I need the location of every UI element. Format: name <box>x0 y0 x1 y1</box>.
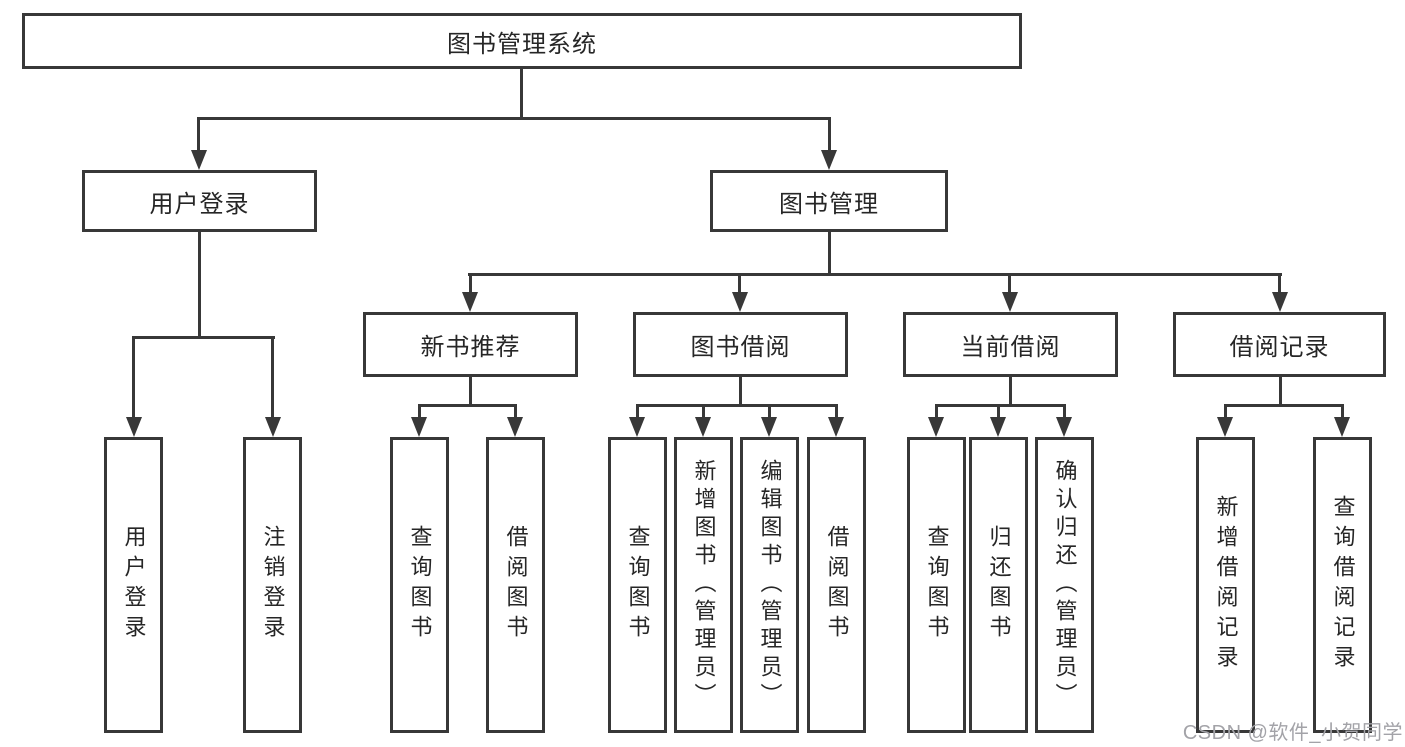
arrow-head <box>821 150 837 170</box>
leaf-logout-login-label: 注销登录 <box>260 525 286 645</box>
arrow-head <box>1217 417 1233 437</box>
leaf-add-book-admin: 新增图书（管理员） <box>674 437 733 733</box>
connector-line <box>1341 404 1344 420</box>
connector-line <box>1009 377 1012 407</box>
arrow-head <box>761 417 777 437</box>
node-borrowing-records-label: 借阅记录 <box>1229 334 1330 361</box>
leaf-query-books-borrowing-label: 查询图书 <box>625 525 651 645</box>
leaf-add-book-admin-label: 新增图书（管理员） <box>691 459 717 711</box>
leaf-borrow-books-recommend-label: 借阅图书 <box>503 525 529 645</box>
connector-line <box>702 404 705 420</box>
leaf-query-books-current: 查询图书 <box>907 437 966 733</box>
leaf-query-books-recommend-label: 查询图书 <box>407 525 433 645</box>
connector-line <box>197 117 200 153</box>
leaf-return-book: 归还图书 <box>969 437 1028 733</box>
connector-line <box>739 377 742 407</box>
connector-line <box>132 336 135 420</box>
leaf-user-login-label: 用户登录 <box>121 525 147 645</box>
arrow-head <box>126 417 142 437</box>
connector-line <box>132 336 275 339</box>
node-new-book-recommend-label: 新书推荐 <box>420 334 521 361</box>
node-root-label: 图书管理系统 <box>447 30 597 58</box>
connector-line <box>935 404 938 420</box>
arrow-head <box>928 417 944 437</box>
arrow-head <box>265 417 281 437</box>
leaf-query-borrow-record-label: 查询借阅记录 <box>1330 495 1356 675</box>
leaf-add-borrow-record-label: 新增借阅记录 <box>1213 495 1239 675</box>
arrow-head <box>629 417 645 437</box>
connector-line <box>828 117 831 153</box>
leaf-borrow-books-borrowing: 借阅图书 <box>807 437 866 733</box>
node-user-login-label: 用户登录 <box>149 190 250 218</box>
connector-line <box>636 404 838 407</box>
watermark: CSDN @软件_小贺同学 <box>1182 722 1403 744</box>
arrow-head <box>695 417 711 437</box>
connector-line <box>738 273 741 295</box>
leaf-query-borrow-record: 查询借阅记录 <box>1313 437 1372 733</box>
arrow-head <box>828 417 844 437</box>
connector-line <box>514 404 517 420</box>
node-book-borrowing-label: 图书借阅 <box>690 334 791 361</box>
node-root: 图书管理系统 <box>22 13 1022 69</box>
node-book-borrowing: 图书借阅 <box>633 312 848 377</box>
leaf-borrow-books-borrowing-label: 借阅图书 <box>824 525 850 645</box>
connector-line <box>469 377 472 407</box>
connector-line <box>1278 273 1281 295</box>
node-book-management: 图书管理 <box>710 170 948 232</box>
leaf-confirm-return-admin: 确认归还（管理员） <box>1035 437 1094 733</box>
arrow-head <box>507 417 523 437</box>
leaf-query-books-recommend: 查询图书 <box>390 437 449 733</box>
arrow-head <box>1272 292 1288 312</box>
connector-line <box>828 232 831 276</box>
node-borrowing-records: 借阅记录 <box>1173 312 1386 377</box>
arrow-head <box>990 417 1006 437</box>
connector-line <box>1279 377 1282 407</box>
leaf-edit-book-admin-label: 编辑图书（管理员） <box>757 459 783 711</box>
connector-line <box>520 68 523 120</box>
connector-line <box>468 273 1282 276</box>
connector-line <box>197 117 831 120</box>
connector-line <box>469 273 472 295</box>
arrow-head <box>1334 417 1350 437</box>
connector-line <box>768 404 771 420</box>
leaf-edit-book-admin: 编辑图书（管理员） <box>740 437 799 733</box>
leaf-query-books-current-label: 查询图书 <box>924 525 950 645</box>
node-current-borrowing: 当前借阅 <box>903 312 1118 377</box>
connector-line <box>835 404 838 420</box>
leaf-borrow-books-recommend: 借阅图书 <box>486 437 545 733</box>
arrow-head <box>411 417 427 437</box>
leaf-user-login: 用户登录 <box>104 437 163 733</box>
connector-line <box>271 336 274 420</box>
leaf-return-book-label: 归还图书 <box>986 525 1012 645</box>
connector-line <box>418 404 517 407</box>
connector-line <box>1063 404 1066 420</box>
leaf-logout-login: 注销登录 <box>243 437 302 733</box>
leaf-add-borrow-record: 新增借阅记录 <box>1196 437 1255 733</box>
arrow-head <box>1056 417 1072 437</box>
connector-line <box>636 404 639 420</box>
connector-line <box>418 404 421 420</box>
node-user-login: 用户登录 <box>82 170 317 232</box>
arrow-head <box>732 292 748 312</box>
leaf-confirm-return-admin-label: 确认归还（管理员） <box>1052 459 1078 711</box>
arrow-head <box>1002 292 1018 312</box>
connector-line <box>1224 404 1344 407</box>
connector-line <box>1224 404 1227 420</box>
leaf-query-books-borrowing: 查询图书 <box>608 437 667 733</box>
connector-line <box>198 232 201 338</box>
node-book-management-label: 图书管理 <box>779 190 879 218</box>
connector-line <box>935 404 1066 407</box>
connector-line <box>997 404 1000 420</box>
node-current-borrowing-label: 当前借阅 <box>960 334 1061 361</box>
arrow-head <box>191 150 207 170</box>
connector-line <box>1008 273 1011 295</box>
node-new-book-recommend: 新书推荐 <box>363 312 578 377</box>
arrow-head <box>462 292 478 312</box>
